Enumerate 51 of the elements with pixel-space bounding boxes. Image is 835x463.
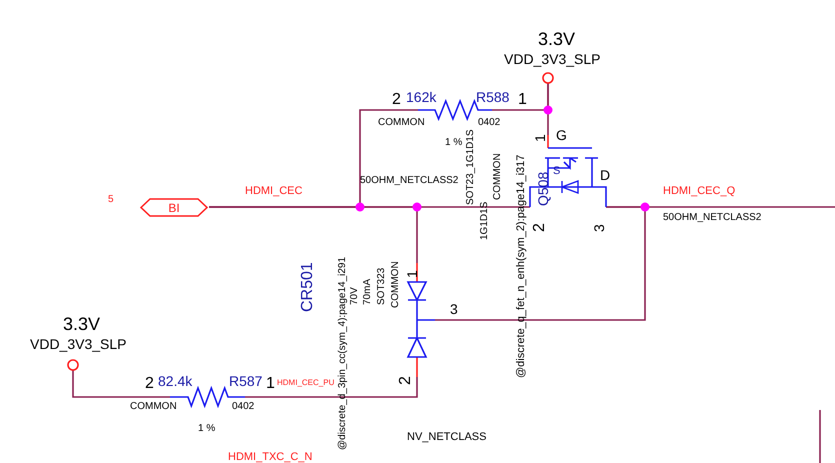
pin-number: 1	[266, 376, 275, 392]
part-attribute: 1 %	[198, 424, 216, 434]
diode-symbol	[406, 262, 436, 378]
pin-number: 3	[592, 224, 606, 232]
pin-number: 1	[405, 270, 419, 278]
part-designator: Q508	[536, 172, 550, 206]
part-attribute: 1G1D1S	[480, 202, 490, 240]
voltage-label: 3.3V	[538, 30, 576, 48]
part-attribute: 0402	[478, 118, 500, 128]
net-class-label: 50OHM_NETCLASS2	[360, 176, 458, 186]
part-attribute: SOT323	[377, 268, 387, 305]
pin-number: 3	[450, 302, 458, 316]
pin-number: 2	[392, 92, 401, 108]
wire	[209, 206, 418, 263]
part-value: 162k	[406, 90, 436, 104]
wire	[547, 83, 549, 135]
pin-number: 2	[398, 376, 414, 385]
part-attribute: 0402	[232, 402, 254, 412]
sheet-reference: 5	[108, 195, 114, 205]
part-designator: R587	[229, 374, 262, 388]
port-symbol: BI	[140, 198, 208, 217]
wire	[245, 377, 418, 398]
voltage-label: 3.3V	[63, 315, 100, 333]
net-class-label: NV_NETCLASS	[407, 432, 486, 443]
net-name: HDMI_CEC_Q	[663, 186, 736, 197]
net-name: VDD_3V3_SLP	[30, 337, 127, 351]
part-designator: CR501	[300, 262, 316, 312]
net-class-label: 50OHM_NETCLASS2	[663, 213, 762, 223]
pin-number: 2	[532, 223, 548, 232]
pin-label: S	[553, 166, 560, 177]
part-attribute: 70mA	[363, 278, 373, 305]
part-value: 82.4k	[158, 374, 192, 388]
net-name: HDMI_CEC_PU	[277, 379, 334, 387]
pin-number: 2	[145, 376, 154, 392]
part-attribute: 1 %	[445, 138, 462, 148]
part-attribute: COMMON	[493, 153, 503, 200]
pin-number: 1	[533, 134, 547, 142]
part-attribute: COMMON	[391, 261, 401, 308]
power-terminal-symbol	[67, 359, 79, 371]
part-attribute: COMMON	[130, 402, 177, 412]
pin-label: D	[600, 168, 610, 182]
power-terminal-symbol	[542, 72, 554, 84]
net-name: VDD_3V3_SLP	[504, 52, 601, 66]
part-designator: R588	[476, 90, 510, 104]
pin-label: G	[556, 128, 567, 142]
pin-number: 1	[518, 92, 527, 108]
wire	[72, 370, 170, 398]
part-attribute: @discrete_d_3pin_cc(sym_4):page14_i291	[338, 256, 348, 450]
wire	[606, 206, 835, 208]
part-attribute: COMMON	[378, 118, 425, 128]
part-attribute: 70V	[350, 287, 360, 305]
